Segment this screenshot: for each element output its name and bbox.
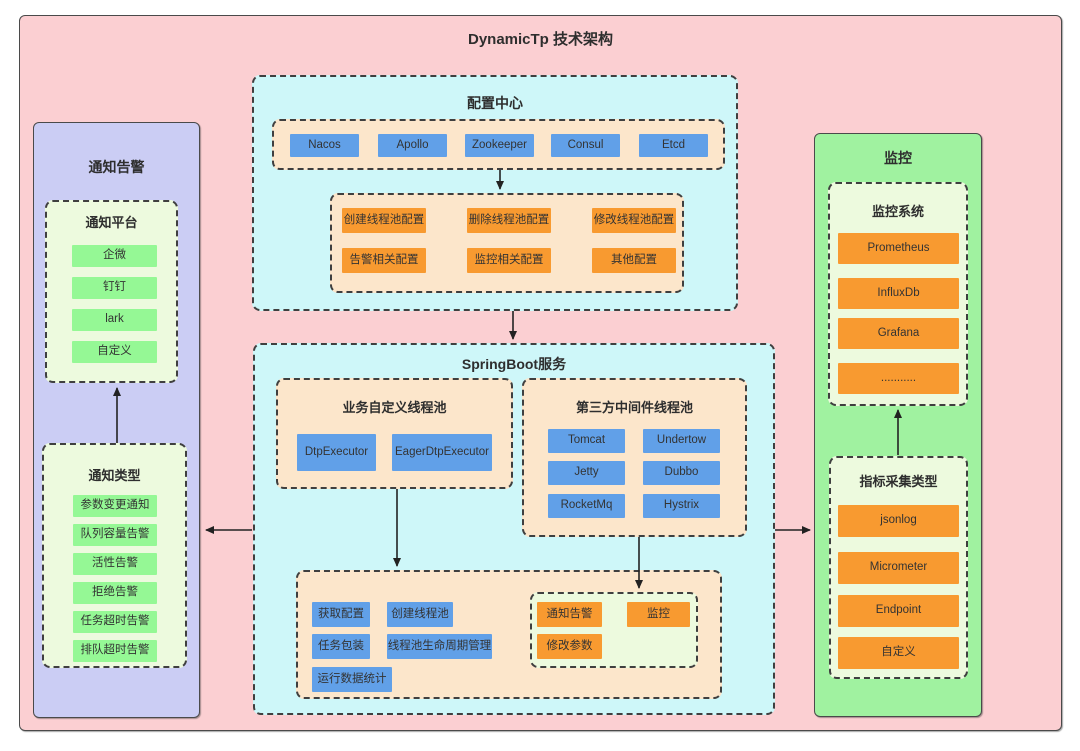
monitor-panel-title: 监控 [884,150,912,166]
node-more-systems: ........... [838,363,959,394]
metric-collectors-title: 指标采集类型 [859,474,938,489]
notify-types-title: 通知类型 [88,468,141,483]
node-influxdb: InfluxDb [838,278,959,309]
node-delete-pool-config: 删除线程池配置 [467,208,551,233]
node-rocketmq: RocketMq [548,494,625,518]
node-undertow: Undertow [643,429,720,453]
node-custom-collector: 自定义 [838,637,959,669]
node-reject-alarm: 拒绝告警 [73,582,157,604]
node-create-pool-config: 创建线程池配置 [342,208,426,233]
node-apollo: Apollo [378,134,447,157]
node-lark: lark [72,309,157,331]
node-fetch-config: 获取配置 [312,602,370,627]
node-action-monitor: 监控 [627,602,690,627]
springboot-title: SpringBoot服务 [461,356,567,372]
node-modify-pool-config: 修改线程池配置 [592,208,676,233]
node-etcd: Etcd [639,134,708,157]
monitor-systems-title: 监控系统 [871,204,924,219]
node-other-config: 其他配置 [592,248,676,273]
middleware-pools-title: 第三方中间件线程池 [575,400,693,415]
node-create-pool: 创建线程池 [387,602,453,627]
node-liveness-alarm: 活性告警 [73,553,157,575]
config-center-title: 配置中心 [467,95,523,111]
node-micrometer: Micrometer [838,552,959,584]
diagram-title: DynamicTp 技术架构 [467,31,614,48]
node-grafana: Grafana [838,318,959,349]
node-queue-timeout-alarm: 排队超时告警 [73,640,157,662]
node-hystrix: Hystrix [643,494,720,518]
node-pool-lifecycle: 线程池生命周期管理 [387,634,492,659]
node-consul: Consul [551,134,620,157]
custom-pools-title: 业务自定义线程池 [342,400,447,415]
node-action-modify-params: 修改参数 [537,634,602,659]
node-dtp-executor: DtpExecutor [297,434,376,471]
node-param-change-notify: 参数变更通知 [73,495,157,517]
node-zookeeper: Zookeeper [465,134,534,157]
node-custom-platform: 自定义 [72,341,157,363]
node-action-notify: 通知告警 [537,602,602,627]
node-tomcat: Tomcat [548,429,625,453]
node-alarm-config: 告警相关配置 [342,248,426,273]
node-queue-capacity-alarm: 队列容量告警 [73,524,157,546]
node-task-wrap: 任务包装 [312,634,370,659]
node-monitor-config: 监控相关配置 [467,248,551,273]
node-task-timeout-alarm: 任务超时告警 [73,611,157,633]
notify-platform-title: 通知平台 [85,215,138,230]
notify-panel-title: 通知告警 [88,159,145,175]
node-endpoint: Endpoint [838,595,959,627]
node-runtime-stats: 运行数据统计 [312,667,392,692]
node-nacos: Nacos [290,134,359,157]
node-prometheus: Prometheus [838,233,959,264]
node-dingding: 钉钉 [72,277,157,299]
node-eager-dtp-executor: EagerDtpExecutor [392,434,492,471]
node-jetty: Jetty [548,461,625,485]
node-qiwei: 企微 [72,245,157,267]
node-jsonlog: jsonlog [838,505,959,537]
node-dubbo: Dubbo [643,461,720,485]
